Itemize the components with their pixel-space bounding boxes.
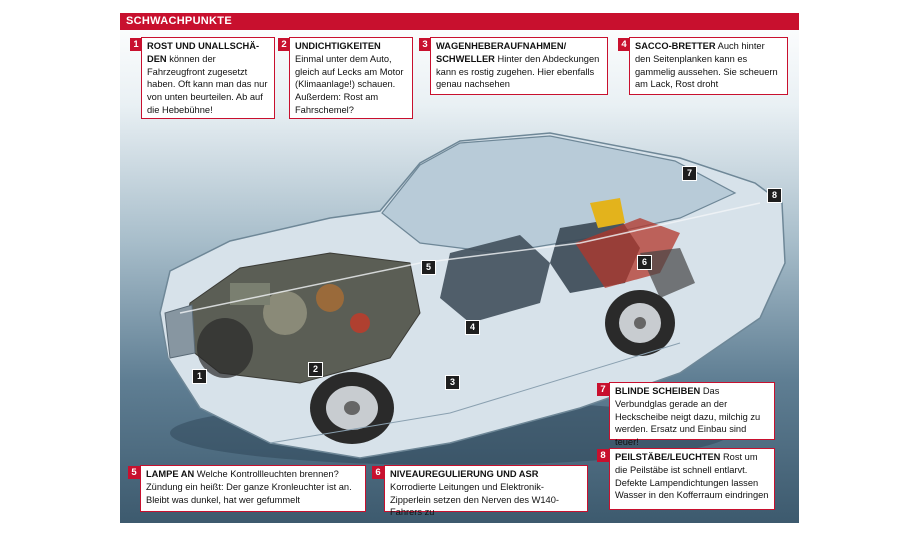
- box-3-text: Hinter den Abdeckungen kann es rostig zu…: [436, 53, 600, 90]
- box-6-title: NIVEAUREGULIERUNG UND ASR: [390, 469, 539, 479]
- info-box-5: LAMPE AN Welche Kontrollleuchten brennen…: [140, 465, 366, 512]
- marker-1: 1: [192, 369, 207, 384]
- box-8-title: PEILSTÄBE/LEUCHTEN: [615, 452, 721, 462]
- box-5-text: Welche Kontrollleuchten brennen? Zündung…: [146, 469, 352, 505]
- marker-6: 6: [637, 255, 652, 270]
- box-7-title: BLINDE SCHEIBEN: [615, 386, 701, 396]
- page-title: SCHWACHPUNKTE: [126, 15, 232, 27]
- info-box-6: NIVEAUREGULIERUNG UND ASR Korrodierte Le…: [384, 465, 588, 517]
- box-3-number: 3: [419, 38, 431, 51]
- marker-2: 2: [308, 362, 323, 377]
- box-1-number: 1: [130, 38, 142, 51]
- box-4-number: 4: [618, 38, 630, 51]
- box-5-title: LAMPE AN: [146, 469, 195, 479]
- marker-8: 8: [767, 188, 782, 203]
- box-1-text: können der Fahrzeugfront zugesetzt haben…: [147, 53, 268, 116]
- box-7-text: Das Verbundglas gerade an der Heckscheib…: [615, 386, 761, 448]
- marker-4: 4: [465, 320, 480, 335]
- box-7-number: 7: [597, 383, 609, 396]
- box-8-text: Rost um die Peilstäbe ist schnell entlar…: [615, 452, 769, 501]
- info-box-4: SACCO-BRETTER Auch hinter den Seitenplan…: [629, 37, 788, 95]
- weak-points-panel: SCHWACHPUNKTE 1 2 3: [120, 13, 799, 523]
- box-2-title: UNDICHTIGKEITEN: [295, 41, 381, 51]
- info-box-1: ROST UND UNALLSCHÄ-DEN können der Fahrze…: [141, 37, 275, 119]
- box-2-text: Einmal unter dem Auto, gleich auf Lecks …: [295, 53, 404, 116]
- box-4-title: SACCO-BRETTER: [635, 41, 716, 51]
- box-6-number: 6: [372, 466, 384, 479]
- marker-7: 7: [682, 166, 697, 181]
- info-box-8: PEILSTÄBE/LEUCHTEN Rost um die Peilstäbe…: [609, 448, 775, 510]
- box-4-text: Auch hinter den Seitenplanken kann es ga…: [635, 41, 778, 90]
- info-box-3: WAGENHEBERAUFNAHMEN/ SCHWELLER Hinter de…: [430, 37, 608, 95]
- box-8-number: 8: [597, 449, 609, 462]
- info-box-2: UNDICHTIGKEITEN Einmal unter dem Auto, g…: [289, 37, 413, 119]
- box-1-title: ROST UND UNALLSCHÄ-DEN: [147, 41, 260, 64]
- marker-3: 3: [445, 375, 460, 390]
- box-3-title: WAGENHEBERAUFNAHMEN/ SCHWELLER: [436, 41, 567, 64]
- marker-5: 5: [421, 260, 436, 275]
- header-bar: SCHWACHPUNKTE: [120, 13, 799, 30]
- info-box-7: BLINDE SCHEIBEN Das Verbundglas gerade a…: [609, 382, 775, 447]
- box-5-number: 5: [128, 466, 140, 479]
- box-6-text: Korrodierte Leitungen und Elektronik-Zip…: [390, 481, 559, 518]
- box-2-number: 2: [278, 38, 290, 51]
